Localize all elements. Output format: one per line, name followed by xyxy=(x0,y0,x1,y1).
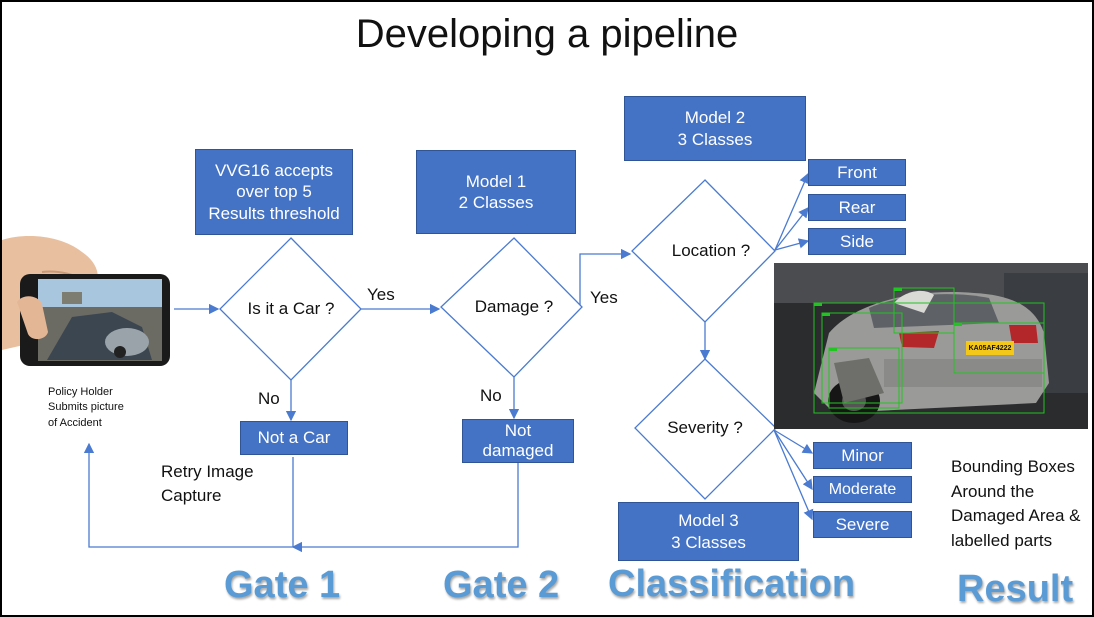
decision-severity-label: Severity ? xyxy=(667,418,743,437)
section-classification: Classification xyxy=(608,563,856,605)
edge-label-no-1: No xyxy=(258,389,280,408)
edge-location-front xyxy=(774,172,810,251)
decision-is-car-shape xyxy=(219,237,362,381)
edge-label-yes-2: Yes xyxy=(590,288,618,307)
edge-location-rear xyxy=(774,206,809,251)
class-severe-box: Severe xyxy=(813,511,912,538)
class-moderate-box: Moderate xyxy=(813,476,912,503)
edge-severity-minor xyxy=(773,429,814,454)
decision-damage-shape xyxy=(440,237,583,378)
section-result: Result xyxy=(957,568,1074,610)
decision-location-shape xyxy=(631,179,776,323)
model-1-box: Model 1 2 Classes xyxy=(416,150,576,234)
not-a-car-box: Not a Car xyxy=(240,421,348,455)
edge-location-side xyxy=(774,238,810,251)
edge-label-no-2: No xyxy=(480,386,502,405)
class-minor-box: Minor xyxy=(813,442,912,469)
model-2-box: Model 2 3 Classes xyxy=(624,96,806,161)
phone-caption: Policy Holder Submits picture of Acciden… xyxy=(48,386,124,429)
class-rear-box: Rear xyxy=(808,194,906,221)
decision-damage-label: Damage ? xyxy=(474,297,554,316)
edge-label-yes-1: Yes xyxy=(367,285,395,304)
car-license-plate: KA05AF4222 xyxy=(968,344,1012,352)
section-gate-2: Gate 2 xyxy=(443,564,560,606)
decision-location-label: Location ? xyxy=(671,241,751,260)
retry-capture-label: Retry Image Capture xyxy=(161,462,254,505)
damaged-car-photo: KA05AF4222 xyxy=(774,263,1088,429)
decision-is-car-label: Is it a Car ? xyxy=(247,299,335,318)
edge-severity-moderate xyxy=(773,429,813,491)
model-3-box: Model 3 3 Classes xyxy=(618,502,799,561)
phone-photo-illustration xyxy=(2,232,177,372)
edge-damage-to-location xyxy=(579,248,632,309)
class-front-box: Front xyxy=(808,159,906,186)
decision-severity-shape xyxy=(634,358,777,500)
class-side-box: Side xyxy=(808,228,906,255)
not-damaged-box: Not damaged xyxy=(462,419,574,463)
edge-notdamaged-retry xyxy=(291,463,519,553)
result-description: Bounding Boxes Around the Damaged Area &… xyxy=(951,457,1081,550)
edge-retry-to-capture xyxy=(83,442,293,548)
edge-severity-severe xyxy=(773,429,814,521)
slide-title: Developing a pipeline xyxy=(355,12,739,56)
section-gate-1: Gate 1 xyxy=(224,564,341,606)
vgg16-threshold-box: VVG16 accepts over top 5 Results thresho… xyxy=(195,149,353,235)
